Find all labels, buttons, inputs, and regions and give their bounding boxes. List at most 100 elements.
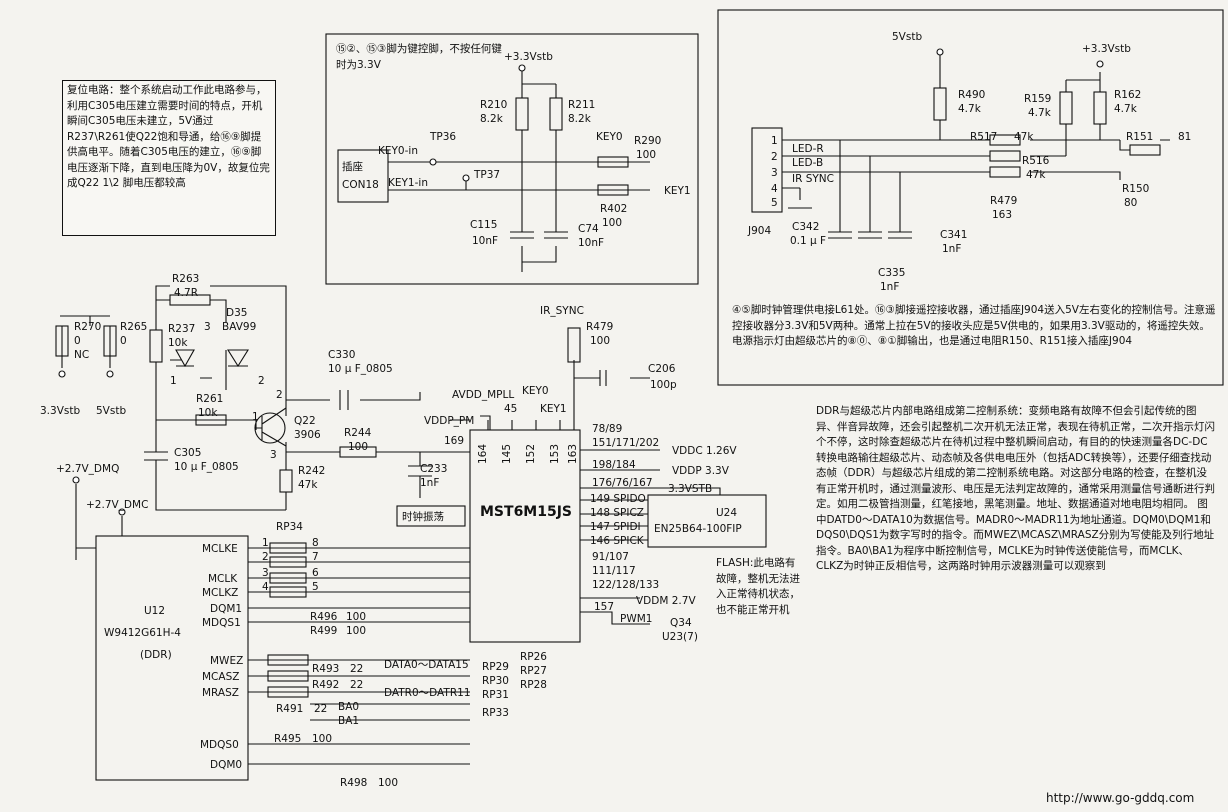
- ddr-mclk: MCLK: [208, 573, 238, 585]
- pin-164: 164: [477, 444, 489, 464]
- r159-label: R159: [1024, 93, 1051, 105]
- c342-label: C342: [792, 221, 819, 233]
- vddp-label: VDDP 3.3V: [672, 465, 730, 477]
- r516-value: 47k: [1026, 169, 1046, 181]
- c330-value: 10 μ F_0805: [328, 363, 393, 375]
- u12-label: U12: [144, 605, 165, 617]
- vddp-pm-label: VDDP_PM: [424, 415, 474, 427]
- c341-value: 1nF: [942, 243, 961, 255]
- r493-value: 22: [350, 663, 363, 675]
- r244-label: R244: [344, 427, 372, 439]
- r211-label: R211: [568, 99, 595, 111]
- pin-153: 153: [549, 444, 561, 464]
- ddr-mrasz: MRASZ: [202, 687, 239, 699]
- pin-198: 198/184: [592, 459, 636, 471]
- pin-157: 157: [594, 601, 614, 613]
- r151-label: R151: [1126, 131, 1153, 143]
- r290-label: R290: [634, 135, 661, 147]
- pwm1-label: PWM1: [620, 613, 652, 625]
- rp-pin-7: 7: [312, 551, 319, 563]
- r210-label: R210: [480, 99, 507, 111]
- r150-value: 80: [1124, 197, 1137, 209]
- rp29-label: RP29: [482, 661, 509, 673]
- main-chip-label: MST6M15JS: [480, 504, 572, 520]
- data-bus-label: DATA0～DATA15: [384, 659, 469, 671]
- pin-151: 151/171/202: [592, 437, 659, 449]
- r265-value: 0: [120, 335, 127, 347]
- pin-163: 163: [567, 444, 579, 464]
- c341-label: C341: [940, 229, 967, 241]
- pin-176: 176/76/167: [592, 477, 653, 489]
- key1-in-label: KEY1-in: [388, 177, 428, 189]
- c74-value: 10nF: [578, 237, 604, 249]
- q22-label: Q22: [294, 415, 316, 427]
- c115-label: C115: [470, 219, 497, 231]
- key-note: ⑮②、⑮③脚为键控脚，不按任何键时为3.3V: [336, 43, 502, 71]
- r263-value: 4.7R: [174, 287, 198, 299]
- pin-91: 91/107: [592, 551, 629, 563]
- source-url: http://www.go-gddq.com: [1046, 791, 1194, 805]
- d35-value: BAV99: [222, 321, 256, 333]
- u23-label: U23(7): [662, 631, 698, 643]
- r242-label: R242: [298, 465, 325, 477]
- vddc-label: VDDC 1.26V: [672, 445, 737, 457]
- rp-pin-1: 1: [262, 537, 269, 549]
- r263-label: R263: [172, 273, 199, 285]
- r237-value: 10k: [168, 337, 188, 349]
- d35-pin-3: 3: [204, 321, 211, 333]
- con18-box: [337, 149, 389, 203]
- rp-pin-8: 8: [312, 537, 319, 549]
- r242-value: 47k: [298, 479, 318, 491]
- r237-label: R237: [168, 323, 195, 335]
- rp-pin-4: 4: [262, 581, 269, 593]
- pin-148: 148 SPICZ: [590, 507, 644, 519]
- u24-chip-body: [647, 494, 767, 548]
- led-r-label: LED-R: [792, 143, 824, 155]
- bl-33vstb-label: 3.3Vstb: [40, 405, 80, 417]
- pin-122: 122/128/133: [592, 579, 659, 591]
- ddr-note: DDR与超级芯片内部电路组成第二控制系统：变频电路有故障不但会引起传统的图异、伴…: [816, 405, 1215, 572]
- ir-sync-j-label: IR SYNC: [792, 173, 834, 185]
- tp36-label: TP36: [429, 131, 456, 143]
- clock-osc-label: 时钟振荡: [402, 510, 444, 523]
- ba1-label: BA1: [338, 715, 359, 727]
- pin-149: 149 SPIDO: [590, 493, 646, 505]
- c74-label: C74: [578, 223, 599, 235]
- u12-type-label: (DDR): [140, 649, 172, 661]
- key-vstb-label: +3.3Vstb: [504, 51, 553, 63]
- r402-value: 100: [602, 217, 622, 229]
- r270-value: 0: [74, 335, 81, 347]
- key0-label: KEY0: [596, 131, 623, 143]
- r479b-value: 163: [992, 209, 1012, 221]
- r210-value: 8.2k: [480, 113, 504, 125]
- c342-value: 0.1 μ F: [790, 235, 826, 247]
- rp28-label: RP28: [520, 679, 547, 691]
- r499-label: R499: [310, 625, 337, 637]
- r516-label: R516: [1022, 155, 1050, 167]
- c115-value: 10nF: [472, 235, 498, 247]
- j904-connector: [751, 127, 783, 213]
- q22-value: 3906: [294, 429, 321, 441]
- addr-bus-label: DATR0～DATR11: [384, 687, 471, 699]
- r496-label: R496: [310, 611, 338, 623]
- u24-part-label: EN25B64-100FIP: [654, 523, 742, 535]
- r261-label: R261: [196, 393, 223, 405]
- r265-label: R265: [120, 321, 147, 333]
- d35-label: D35: [226, 307, 247, 319]
- ddr-mdqs0: MDQS0: [200, 739, 239, 751]
- vddm-label: VDDM 2.7V: [636, 595, 696, 607]
- bl-5vstb-label: 5Vstb: [96, 405, 126, 417]
- r162-value: 4.7k: [1114, 103, 1138, 115]
- c206-label: C206: [648, 363, 676, 375]
- q34-label: Q34: [670, 617, 692, 629]
- rp-pin-6: 6: [312, 567, 319, 579]
- r270-nc: NC: [74, 349, 89, 361]
- pin-169: 169: [444, 435, 464, 447]
- pin-152: 152: [525, 444, 537, 464]
- ddr-dqm0: DQM0: [210, 759, 242, 771]
- j904-pin-3: 3: [771, 167, 778, 179]
- r492-value: 22: [350, 679, 363, 691]
- j904-pin-2: 2: [771, 151, 778, 163]
- r496-value: 100: [346, 611, 366, 623]
- r498-value: 100: [378, 777, 398, 789]
